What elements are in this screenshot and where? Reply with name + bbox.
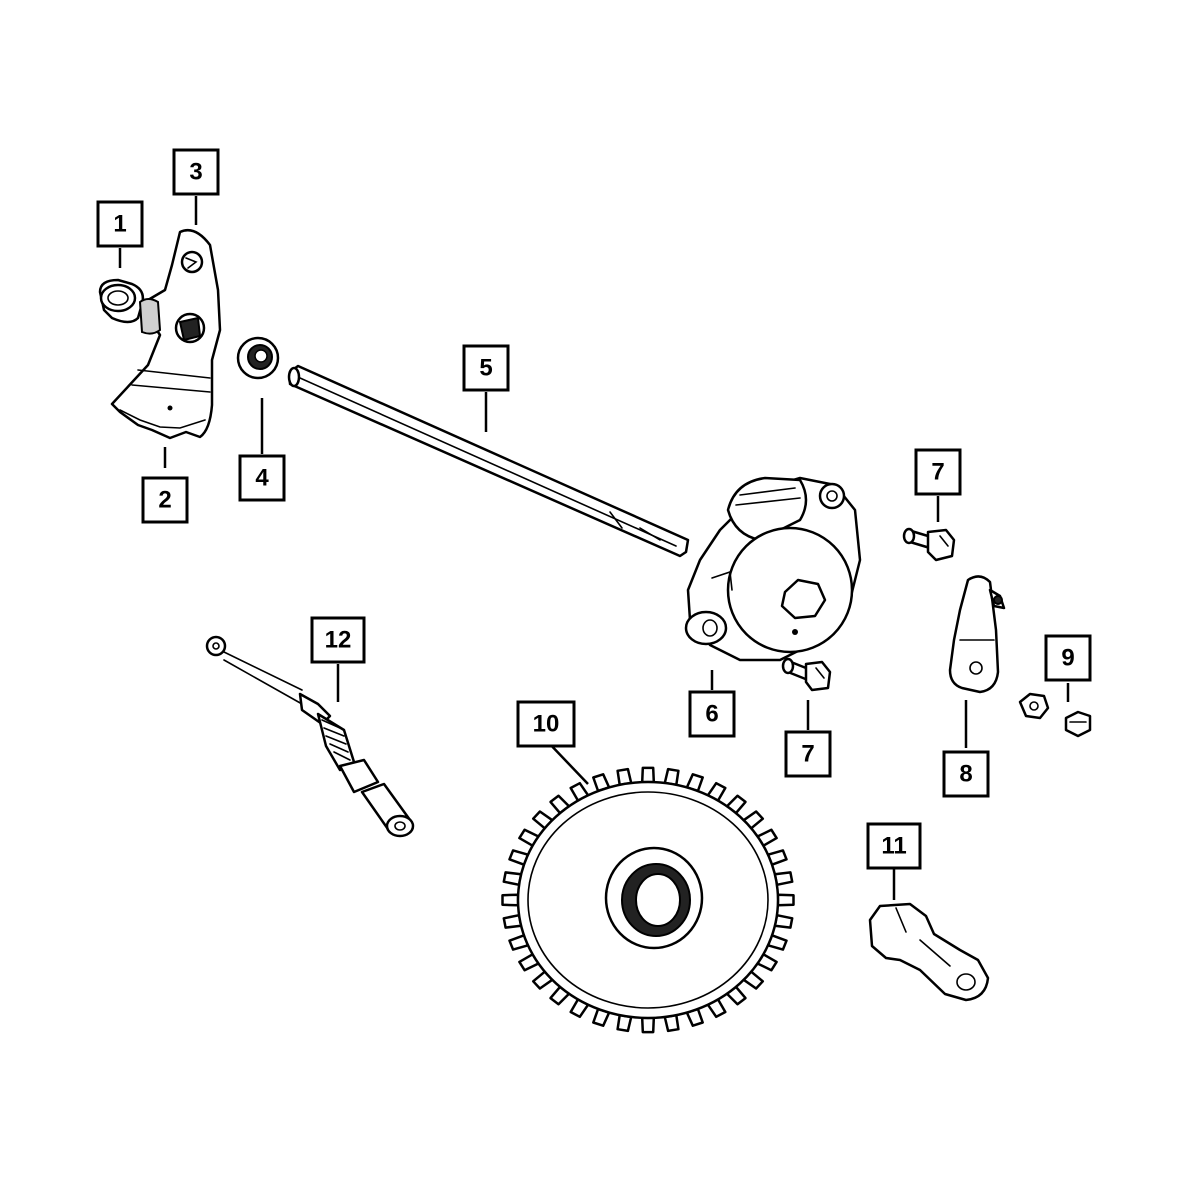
gear-tooth — [501, 893, 520, 907]
callout-9-label: 9 — [1061, 645, 1074, 672]
callout-7-upper-label: 7 — [931, 459, 944, 486]
callout-11-label: 11 — [881, 833, 906, 860]
part-11-bracket — [868, 902, 990, 1002]
callout-8: 8 — [942, 750, 990, 798]
callout-5-label: 5 — [479, 355, 492, 382]
callout-1: 1 — [96, 200, 144, 248]
part-2-manual-lever — [110, 228, 222, 440]
callout-1-label: 1 — [113, 211, 126, 238]
part-1-bushing — [98, 278, 145, 324]
callout-12-label: 12 — [325, 627, 352, 654]
callout-6-label: 6 — [705, 701, 718, 728]
callout-10: 10 — [516, 700, 576, 748]
gear-tooth — [640, 766, 656, 784]
part-9-nuts — [1018, 692, 1092, 738]
gear-tooth — [640, 1016, 656, 1034]
callout-5: 5 — [462, 344, 510, 392]
part-4-seal — [236, 336, 280, 380]
callout-6: 6 — [688, 690, 736, 738]
callout-3-label: 3 — [189, 159, 202, 186]
callout-10-label: 10 — [533, 711, 560, 738]
callout-3: 3 — [172, 148, 220, 196]
callout-4: 4 — [238, 454, 286, 502]
callout-2: 2 — [141, 476, 189, 524]
part-10-gear — [501, 766, 795, 1034]
callout-11: 11 — [866, 822, 922, 870]
part-6-switch — [684, 476, 862, 662]
callout-7-lower: 7 — [784, 730, 832, 778]
callout-9: 9 — [1044, 634, 1092, 682]
gear-tooth — [776, 893, 795, 907]
callout-4-label: 4 — [255, 465, 269, 492]
part-7-bolt-lower — [781, 657, 832, 692]
part-8-lever — [948, 575, 1006, 694]
callout-12: 12 — [310, 616, 366, 664]
callout-2-label: 2 — [158, 487, 171, 514]
callout-7-lower-label: 7 — [801, 741, 814, 768]
callout-7-upper: 7 — [914, 448, 962, 496]
part-7-bolt-upper — [902, 527, 956, 562]
part-5-shaft — [287, 364, 690, 558]
callout-8-label: 8 — [959, 761, 972, 788]
part-12-cable — [205, 635, 415, 838]
